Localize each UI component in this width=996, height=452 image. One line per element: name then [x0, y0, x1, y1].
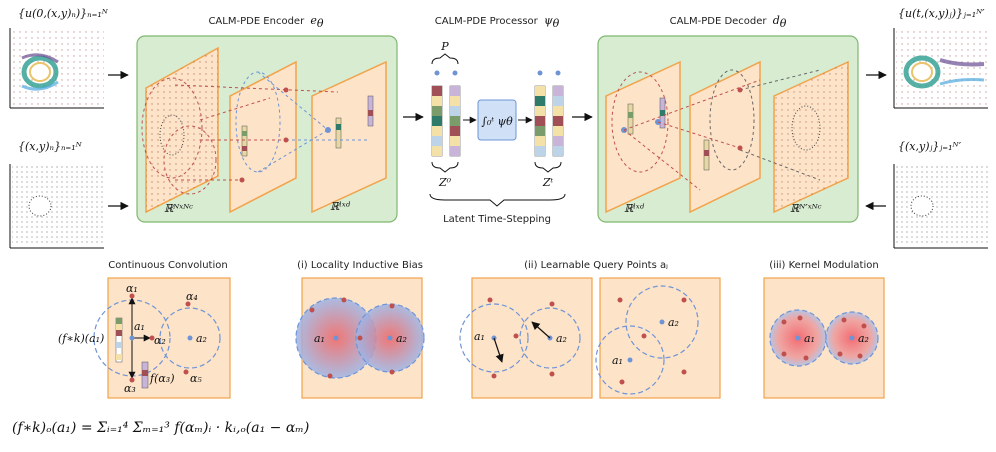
a1-label: a₁	[134, 320, 145, 333]
conv-a2-label: a₂	[196, 332, 207, 345]
encoder-title: CALM-PDE Encoder eθ	[208, 14, 323, 30]
output-points-plot: {(x,y)ⱼ}ⱼ₌₁ᴺ′	[893, 140, 988, 249]
decoder-mid-sheet	[689, 60, 761, 214]
encoder-input-space: ℝᴺˣᴺᶜ	[164, 202, 193, 215]
processor-title: CALM-PDE Processor ψθ	[435, 14, 560, 30]
decoder-title: CALM-PDE Decoder dθ	[670, 14, 787, 30]
encoder-panel: CALM-PDE Encoder eθ ℝᴺˣᴺᶜ	[136, 14, 398, 223]
alpha3-label: α₃	[124, 382, 136, 395]
time-stepping-label: Latent Time-Stepping	[443, 214, 551, 225]
input-field-label: {u(0,(x,y)ₙ)}ₙ₌₁ᴺ	[18, 7, 109, 20]
locality-a2-label: a₂	[396, 332, 407, 345]
input-field-plot: {u(0,(x,y)ₙ)}ₙ₌₁ᴺ	[9, 7, 109, 109]
continuous-convolution-panel: Continuous Convolution α₁ α₄ a₁ α₂ a₂ α₃…	[58, 260, 231, 399]
fk-a1-label: (f∗k)(a₁)	[58, 332, 104, 345]
zt-tokens	[534, 85, 564, 157]
input-points-label: {(x,y)ₙ}ₙ₌₁ᴺ	[18, 140, 83, 153]
f-alpha3-label: f(α₃)	[149, 372, 175, 385]
query-points-panel: (ii) Learnable Query Points aⱼ a₁ a₂ a₁ …	[459, 260, 721, 399]
kernel-modulation-title: (iii) Kernel Modulation	[769, 260, 878, 271]
query-points-title: (ii) Learnable Query Points aⱼ	[524, 260, 668, 271]
decoder-panel: CALM-PDE Decoder dθ ℝˡˣᵈ ℝᴺ′ˣᴺᶜ	[597, 14, 859, 223]
kernel-a2-label: a₂	[858, 332, 869, 345]
processor-block: CALM-PDE Processor ψθ P Z⁰	[429, 14, 566, 225]
z0-label: Z⁰	[438, 176, 452, 189]
query2-a2-label: a₂	[668, 316, 679, 329]
kernel-a1-label: a₁	[804, 332, 815, 345]
query-a1-label: a₁	[474, 330, 485, 343]
locality-panel: (i) Locality Inductive Bias a₁ a₂	[295, 260, 425, 399]
encoder-latent-sheet	[311, 60, 387, 214]
query2-a1-label: a₁	[612, 354, 623, 367]
kernel-modulation-panel: (iii) Kernel Modulation a₁ a₂	[763, 260, 885, 399]
locality-a1-label: a₁	[314, 332, 325, 345]
decoder-output-space: ℝᴺ′ˣᴺᶜ	[790, 202, 822, 215]
alpha4-label: α₄	[186, 290, 198, 303]
encoder-latent-space: ℝˡˣᵈ	[330, 200, 351, 213]
integral-label: ∫₀ᵗ ψθ	[481, 115, 513, 128]
decoder-latent-space: ℝˡˣᵈ	[624, 202, 645, 215]
query-a2-label: a₂	[556, 332, 567, 345]
output-field-plot: {u(t,(x,y)ⱼ)}ⱼ₌₁ᴺ′	[893, 7, 988, 109]
alpha5-label: α₅	[190, 372, 202, 385]
continuous-convolution-title: Continuous Convolution	[108, 260, 227, 271]
alpha1-top-label: α₁	[126, 282, 138, 295]
z0-tokens	[431, 85, 461, 157]
locality-title: (i) Locality Inductive Bias	[297, 260, 423, 271]
integral-box	[477, 99, 517, 141]
alpha2-label: α₂	[154, 334, 166, 347]
convolution-formula: (f∗k)ₒ(a₁) = Σᵢ₌₁⁴ Σₘ₌₁³ f(αₘ)ᵢ · kᵢ,ₒ(a…	[12, 420, 309, 436]
output-points-label: {(x,y)ⱼ}ⱼ₌₁ᴺ′	[898, 140, 962, 153]
encoder-mid-sheet	[229, 60, 297, 214]
input-points-plot: {(x,y)ₙ}ₙ₌₁ᴺ	[9, 140, 104, 249]
zt-label: Zᵗ	[542, 176, 554, 189]
output-field-label: {u(t,(x,y)ⱼ)}ⱼ₌₁ᴺ′	[898, 7, 985, 20]
p-label: P	[440, 40, 449, 53]
